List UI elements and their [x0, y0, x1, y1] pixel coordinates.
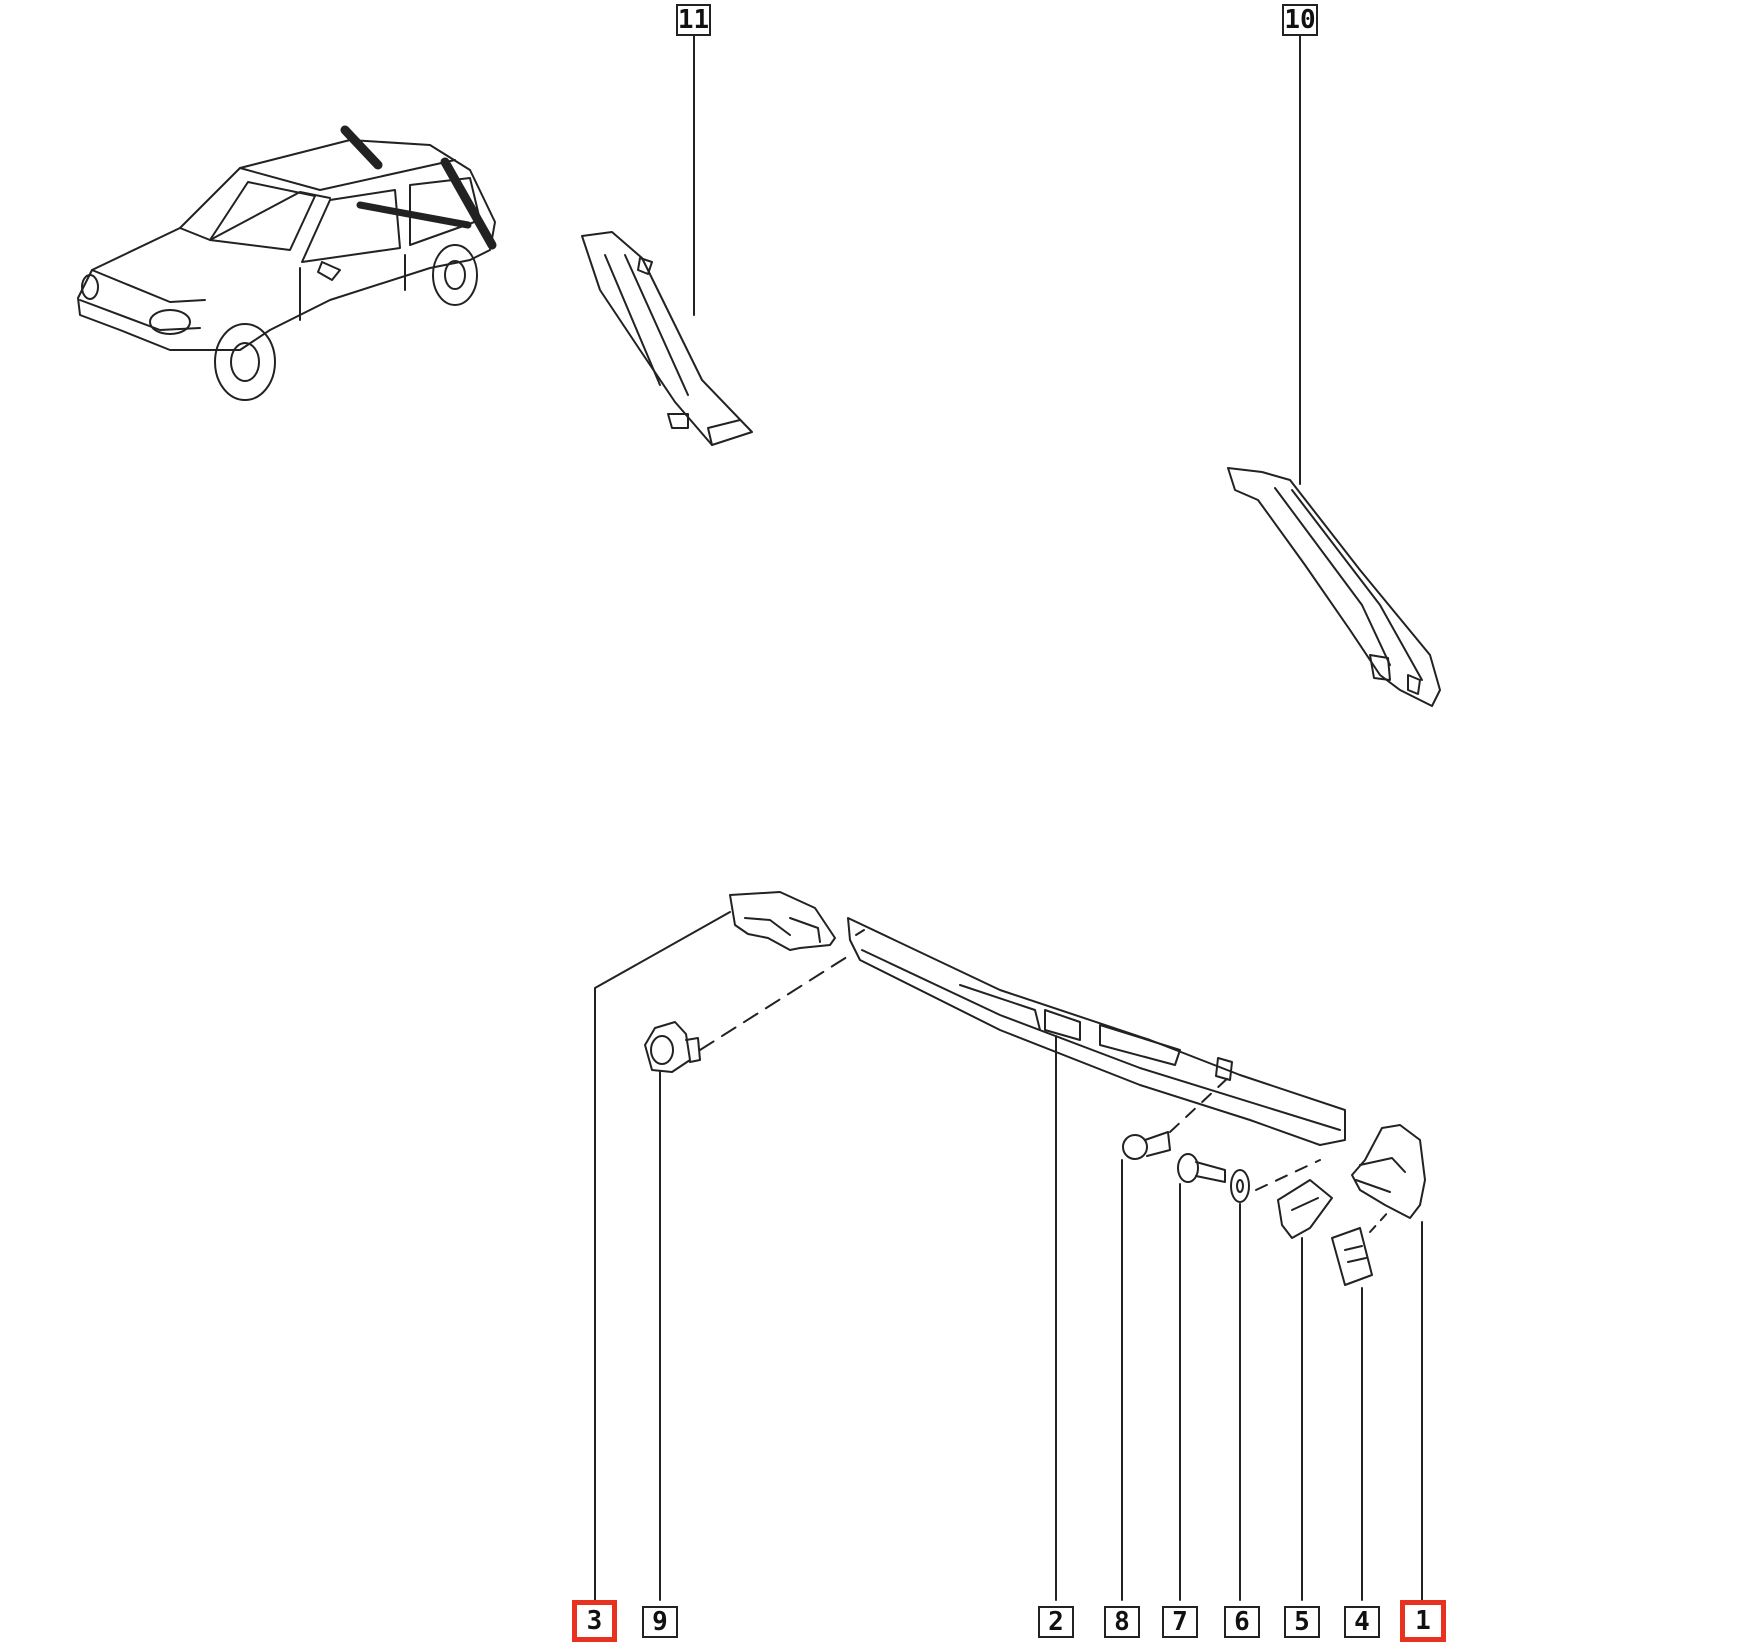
part-9-clip: [644, 1021, 701, 1073]
part-6-washer: [1230, 1169, 1250, 1203]
callout-7[interactable]: 7: [1162, 1606, 1198, 1638]
leader-3: [594, 911, 731, 1601]
callout-4-label: 4: [1354, 1607, 1370, 1637]
part-11-pillar-trim: [581, 231, 753, 446]
part-7-bolt: [1177, 1153, 1226, 1183]
callout-2[interactable]: 2: [1038, 1606, 1074, 1638]
callout-1-label: 1: [1415, 1606, 1431, 1636]
callout-4[interactable]: 4: [1344, 1606, 1380, 1638]
callout-3-label: 3: [586, 1606, 603, 1636]
callout-11-label: 11: [677, 5, 710, 35]
callout-7-label: 7: [1172, 1607, 1188, 1637]
callout-6-label: 6: [1234, 1607, 1250, 1637]
part-1-end-cap: [1351, 1124, 1426, 1219]
part-4-clip-plate: [1331, 1227, 1373, 1286]
callout-9-label: 9: [652, 1607, 668, 1637]
car-illustration: [77, 125, 497, 401]
callout-8-label: 8: [1114, 1607, 1130, 1637]
callout-5-label: 5: [1294, 1607, 1310, 1637]
part-8-screw: [1122, 1131, 1171, 1160]
part-3-end-cap: [729, 891, 836, 951]
callout-9[interactable]: 9: [642, 1606, 678, 1638]
part-10-pillar-trim: [1227, 467, 1441, 707]
callout-2-label: 2: [1048, 1607, 1064, 1637]
callout-10-label: 10: [1284, 5, 1316, 35]
callout-11[interactable]: 11: [676, 4, 711, 36]
part-5-bracket: [1277, 1179, 1333, 1239]
callout-5[interactable]: 5: [1284, 1606, 1320, 1638]
callout-8[interactable]: 8: [1104, 1606, 1140, 1638]
callout-3[interactable]: 3: [572, 1600, 617, 1642]
callout-1[interactable]: 1: [1400, 1600, 1446, 1642]
callout-6[interactable]: 6: [1224, 1606, 1260, 1638]
callout-10[interactable]: 10: [1282, 4, 1318, 36]
part-2-main-rail: [847, 917, 1346, 1146]
